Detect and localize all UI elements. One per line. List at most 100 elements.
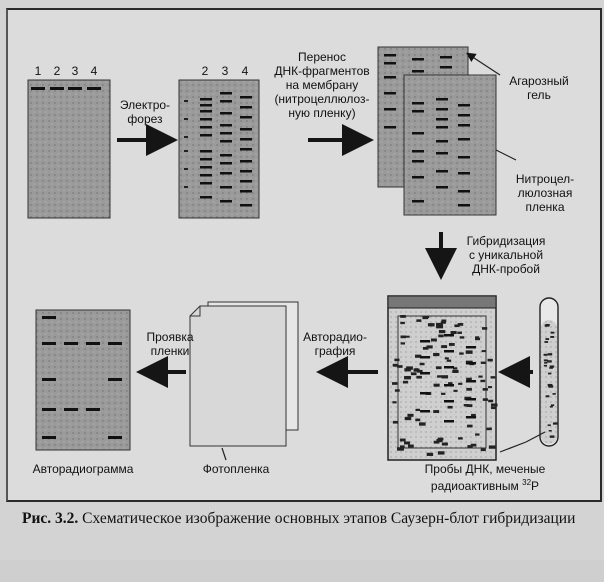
label-probes: Пробы ДНК, меченые радиоактивным 32P [424,462,546,493]
gel-band [240,170,252,173]
probe-speck [399,438,406,442]
probe-speck [453,389,458,392]
label-agarose-gel: Агарозный гель [509,74,569,102]
probe-speck [435,366,442,370]
probe-speck [463,404,469,407]
bag-band [420,392,430,395]
membrane-band [412,160,424,163]
gel-band-dot [184,100,188,102]
membrane-band [412,150,424,153]
pointer-nitrocellulose [495,149,517,161]
gel-band [220,112,232,115]
lane-number-4: 4 [90,64,98,78]
membrane-band [458,204,470,207]
probe-speck [478,375,483,378]
gel2-lane-number-4: 4 [241,64,249,78]
probe-speck [399,445,405,448]
probe-speck [430,338,437,342]
membrane-band [412,132,424,135]
probe-speck [416,375,422,379]
probe-speck [466,387,472,391]
probe-speck [467,424,473,428]
bag-band [444,400,454,403]
probe-speck [404,416,412,421]
autoradiogram-band [42,436,56,439]
pointer-probes-a [499,441,527,453]
bag-band [466,362,476,365]
agarose-band [384,126,396,129]
pointer-probes-b [525,431,546,443]
bag-band [444,420,454,423]
agarose-band [384,62,396,65]
figure-caption: Рис. 3.2. Схематическое изображение осно… [22,510,576,527]
probe-speck [425,315,430,319]
membrane-band [412,200,424,203]
probe-speck [436,439,443,443]
diagram-canvas [27,46,559,461]
probe-speck [480,379,486,383]
probe-speck [419,362,425,366]
tube-specks [543,324,558,438]
probe-speck [482,327,488,330]
gel-band-dot [184,168,188,170]
membrane-band [458,190,470,193]
gel-band [200,110,212,113]
gel-band [240,160,252,163]
label-hybridization: Гибридизация с уникальной ДНК-пробой [466,234,546,276]
membrane-in-bag-bands [420,334,476,423]
autoradiogram-band [64,342,78,345]
gel-separated-bands [184,92,252,207]
gel-band [200,166,212,169]
probe-speck [392,363,399,367]
gel-band [200,104,212,107]
autoradiogram-band [42,378,56,381]
tube-speck [549,365,555,368]
gel-band [200,196,212,199]
gel-band [220,140,232,143]
probe-speck [466,377,472,381]
gel-band [200,98,212,101]
tube-speck [549,435,555,438]
probe-speck [394,389,400,392]
probe-speck [417,369,423,373]
probe-speck [419,422,426,426]
tube-speck [547,360,552,363]
autoradiogram-band [108,342,122,345]
bag-band [444,350,454,353]
probe-speck [437,451,445,455]
probe-speck [465,350,473,354]
gel-band-dot [184,118,188,120]
membrane-band [436,140,448,143]
probe-speck [402,380,409,384]
probe-speck [438,334,444,338]
probe-speck [480,361,486,364]
pointer-photofilm [221,447,227,461]
membrane-bands [412,98,470,207]
membrane-band [436,152,448,155]
membrane-band [458,124,470,127]
probe-speck [447,405,453,409]
gel2-lane-number-2: 2 [201,64,209,78]
gel2-lane-number-3: 3 [221,64,229,78]
autoradiogram-band [42,342,56,345]
membrane-band [458,172,470,175]
probe-speck [490,376,496,379]
gel-band [220,162,232,165]
autoradiogram-band [64,408,78,411]
probe-speck [466,404,473,408]
gel-band [240,96,252,99]
probe-speck [404,441,411,445]
probe-speck [459,352,464,355]
probe-speck [438,330,446,334]
gel-band [220,100,232,103]
gel-band [240,190,252,193]
probe-speck [394,358,400,362]
probe-speck [415,354,422,358]
gel-band [240,138,252,141]
bag-band [444,366,454,369]
probe-speck [482,398,488,401]
probe-speck [441,375,449,379]
probe-speck [441,442,448,446]
autoradiogram-band [108,436,122,439]
probe-speck [433,352,440,357]
